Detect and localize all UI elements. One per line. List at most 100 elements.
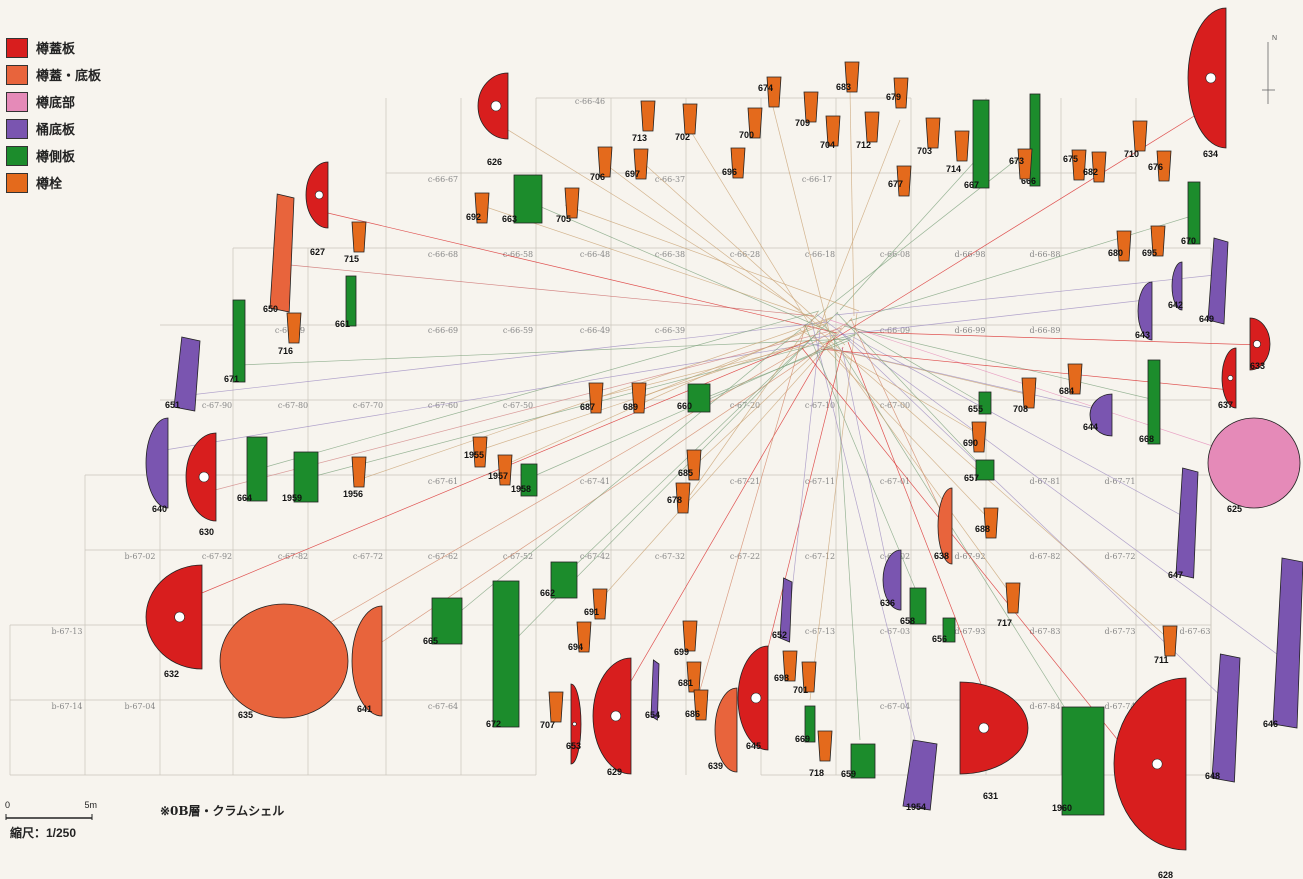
leader-line <box>564 204 860 312</box>
grid-label: c-67-22 <box>730 552 760 561</box>
artifact-label-696: 696 <box>722 167 737 177</box>
artifact-label-700: 700 <box>739 130 754 140</box>
leader-line <box>849 89 855 317</box>
artifact-label-698: 698 <box>774 673 789 683</box>
grid-label: c-67-32 <box>655 552 685 561</box>
artifact-647 <box>1175 467 1199 579</box>
peg-hole <box>174 611 185 623</box>
artifact-label-715: 715 <box>344 254 359 264</box>
leader-line <box>699 323 807 691</box>
artifact-label-649: 649 <box>1199 314 1214 324</box>
artifact-label-656: 656 <box>932 634 947 644</box>
grid-label: c-67-10 <box>805 401 835 410</box>
grid-label: d-67-72 <box>1105 552 1136 561</box>
grid-label: c-67-21 <box>730 477 760 486</box>
artifact-label-1956: 1956 <box>343 489 363 499</box>
grid-label: d-66-89 <box>1030 326 1061 335</box>
artifact-label-1954: 1954 <box>906 802 926 812</box>
leader-line <box>824 324 1086 741</box>
grid-label: c-67-80 <box>278 401 308 410</box>
legend-label: 樽蓋板 <box>36 41 76 56</box>
artifact-label-648: 648 <box>1205 771 1220 781</box>
grid-label: c-66-69 <box>428 326 458 335</box>
artifact-label-1957: 1957 <box>488 471 508 481</box>
grid-label: c-67-20 <box>730 401 760 410</box>
artifact-label-706: 706 <box>590 172 605 182</box>
artifact-label-629: 629 <box>607 767 622 777</box>
artifact-678 <box>675 482 691 514</box>
leader-line <box>599 317 853 601</box>
artifact-label-636: 636 <box>880 598 895 608</box>
leader-line <box>689 328 842 471</box>
leader-line <box>524 199 837 335</box>
artifact-648 <box>1211 653 1241 783</box>
grid-label: c-67-92 <box>202 552 232 561</box>
artifact-label-643: 643 <box>1135 330 1150 340</box>
legend-swatch <box>6 91 28 112</box>
grid-label: c-67-62 <box>428 552 458 561</box>
artifact-666 <box>1029 93 1041 187</box>
leader-line <box>816 119 901 334</box>
artifact-label-1958: 1958 <box>511 484 531 494</box>
artifact-695 <box>1150 225 1166 257</box>
artifact-label-666: 666 <box>1021 176 1036 186</box>
legend-label: 樽蓋・底板 <box>36 68 102 83</box>
artifact-label-645: 645 <box>746 741 761 751</box>
leader-line <box>838 330 1226 701</box>
artifact-654 <box>650 659 660 721</box>
artifact-label-699: 699 <box>674 647 689 657</box>
artifact-label-654: 654 <box>645 710 660 720</box>
artifact-label-627: 627 <box>310 247 325 257</box>
artifact-label-686: 686 <box>685 709 700 719</box>
leader-line <box>639 159 846 346</box>
legend-item: 樽蓋板 <box>6 34 101 61</box>
scale-tick-0: 0 <box>5 800 11 810</box>
artifact-label-630: 630 <box>199 527 214 537</box>
legend-label: 樽底部 <box>36 95 76 110</box>
artifact-label-684: 684 <box>1059 386 1074 396</box>
grid-label: c-67-52 <box>503 552 533 561</box>
artifact-1954 <box>902 739 938 811</box>
artifact-680 <box>1116 230 1132 262</box>
legend-swatch <box>6 118 28 139</box>
north-arrow: N <box>1262 35 1277 104</box>
artifact-label-709: 709 <box>795 118 810 128</box>
grid-label: c-66-49 <box>580 326 610 335</box>
artifact-label-1960: 1960 <box>1052 803 1072 813</box>
legend-item: 樽蓋・底板 <box>6 61 101 88</box>
leader-line <box>759 346 844 681</box>
grid-label: c-67-01 <box>880 477 910 486</box>
artifact-label-685: 685 <box>678 468 693 478</box>
artifact-711 <box>1162 625 1178 657</box>
artifact-669 <box>804 705 816 743</box>
leader-line <box>841 347 891 581</box>
artifact-label-703: 703 <box>917 146 932 156</box>
artifact-670 <box>1187 181 1201 245</box>
artifact-1955 <box>472 436 488 468</box>
artifact-label-626: 626 <box>487 157 502 167</box>
artifact-668 <box>1147 359 1161 445</box>
artifact-label-697: 697 <box>625 169 640 179</box>
artifact-638 <box>937 487 953 565</box>
artifact-label-646: 646 <box>1263 719 1278 729</box>
grid-label: d-66-99 <box>955 326 986 335</box>
artifact-709 <box>803 91 819 123</box>
artifact-690 <box>971 421 987 453</box>
grid-label: c-67-03 <box>880 627 910 636</box>
leader-line <box>504 317 833 466</box>
artifact-label-704: 704 <box>820 140 835 150</box>
grid-label: d-67-93 <box>955 627 986 636</box>
leader-line <box>843 325 1156 401</box>
artifact-656 <box>942 617 956 643</box>
artifact-label-707: 707 <box>540 720 555 730</box>
leader-line <box>825 99 1221 345</box>
grid-label: c-67-90 <box>202 401 232 410</box>
grid-label: c-66-46 <box>575 97 605 106</box>
artifact-672 <box>492 580 520 728</box>
artifact-717 <box>1005 582 1021 614</box>
grid-label: b-67-02 <box>125 552 156 561</box>
layer-note: ※0B層・クラムシェル <box>160 804 285 818</box>
north-label: N <box>1272 35 1277 42</box>
artifact-694 <box>576 621 592 653</box>
leader-line <box>811 299 1146 339</box>
